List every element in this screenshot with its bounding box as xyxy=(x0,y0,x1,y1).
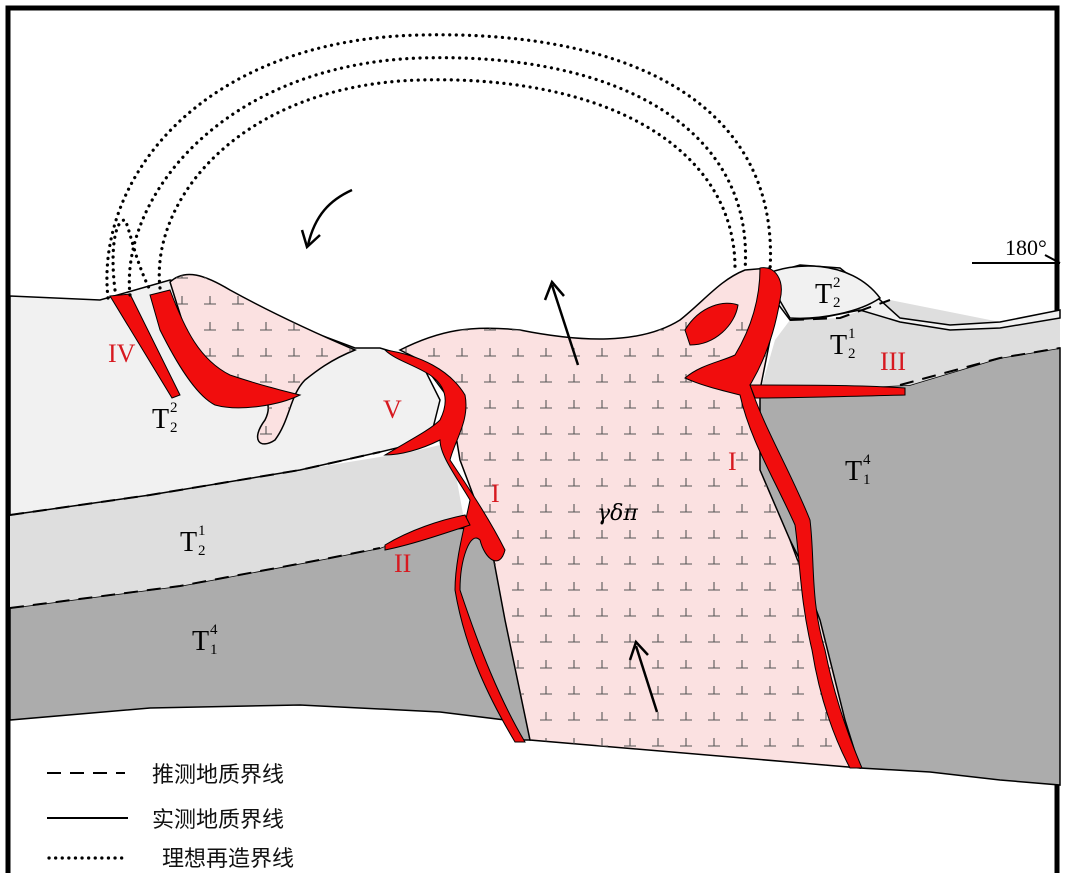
svg-text:1: 1 xyxy=(198,523,206,539)
svg-text:2: 2 xyxy=(170,400,178,416)
legend-label-dotted: 理想再造界线 xyxy=(162,847,294,872)
rock-body-label: γδπ xyxy=(597,501,638,526)
svg-text:1: 1 xyxy=(863,472,871,488)
dike-label-IV: IV xyxy=(108,339,136,368)
legend-label-dashed: 推测地质界线 xyxy=(152,763,284,788)
svg-text:T: T xyxy=(180,527,197,558)
legend-label-solid: 实测地质界线 xyxy=(152,808,284,833)
svg-text:2: 2 xyxy=(833,275,841,291)
dike-label-II: II xyxy=(394,549,411,578)
svg-text:T: T xyxy=(830,330,847,361)
svg-text:T: T xyxy=(192,626,209,657)
svg-text:T: T xyxy=(845,456,862,487)
dike-label-V: V xyxy=(383,395,402,424)
svg-text:1: 1 xyxy=(210,642,218,658)
dike-label-III: III xyxy=(880,347,906,376)
dike-label-I-center: I xyxy=(491,479,500,508)
svg-text:2: 2 xyxy=(833,295,841,311)
svg-text:1: 1 xyxy=(848,326,856,342)
svg-text:T: T xyxy=(815,279,832,310)
dike-label-I-right: I xyxy=(728,447,737,476)
svg-text:2: 2 xyxy=(170,420,178,436)
svg-text:4: 4 xyxy=(210,622,218,638)
svg-text:2: 2 xyxy=(198,543,206,559)
orientation-label: 180° xyxy=(1005,235,1047,260)
svg-text:2: 2 xyxy=(848,346,856,362)
svg-text:4: 4 xyxy=(863,452,871,468)
svg-text:T: T xyxy=(152,404,169,435)
